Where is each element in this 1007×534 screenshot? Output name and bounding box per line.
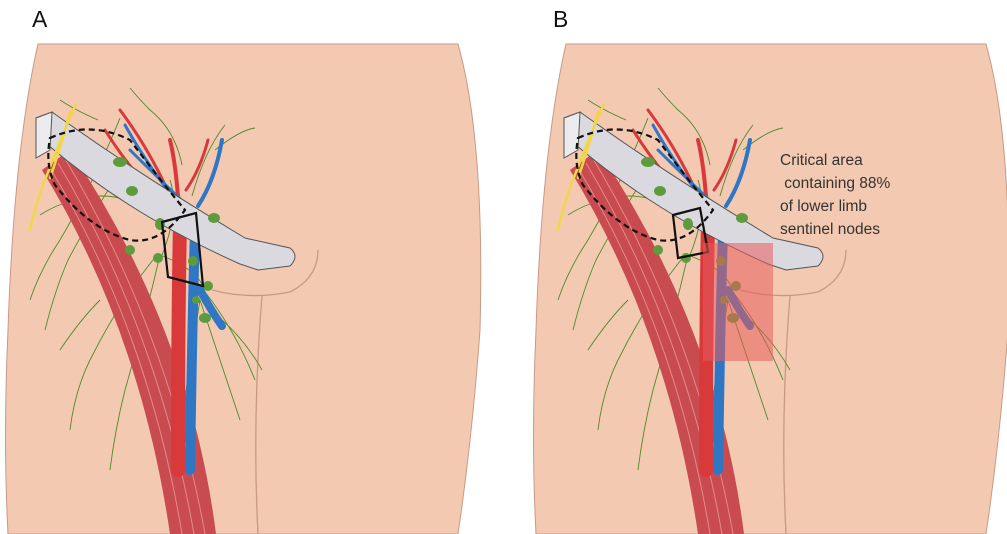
critical-area-callout: Critical area containing 88% of lower li… [780,149,890,241]
callout-line: sentinel nodes [780,218,890,241]
callout-line: Critical area [780,149,890,172]
panel-b [534,44,1007,534]
panel-b-label: B [553,6,568,33]
panel-a [6,44,481,534]
callout-line: containing 88% [780,172,890,195]
critical-area-overlay [703,243,773,361]
panel-a-label: A [32,6,47,33]
callout-line: of lower limb [780,195,890,218]
